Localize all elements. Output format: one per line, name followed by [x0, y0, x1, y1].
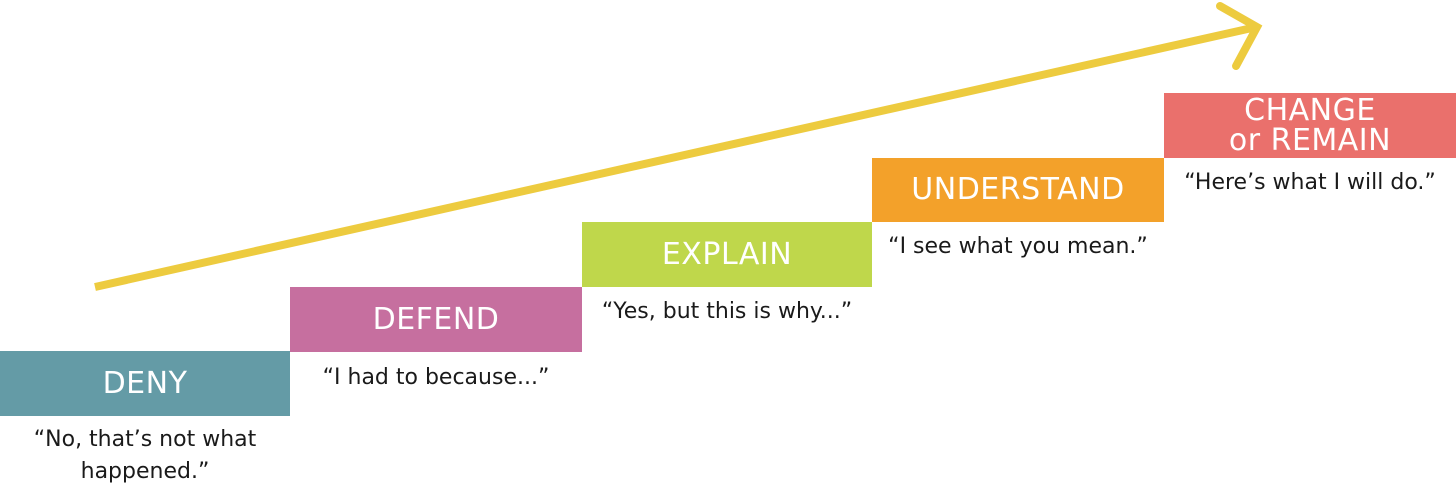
step-change-or-remain: CHANGE or REMAIN	[1164, 93, 1456, 158]
quote-explain: “Yes, but this is why...”	[601, 299, 853, 324]
step-understand-label: UNDERSTAND	[911, 172, 1125, 207]
quote-change-or-remain: “Here’s what I will do.”	[1184, 170, 1436, 195]
step-change-or-remain-label: CHANGE or REMAIN	[1228, 92, 1392, 158]
step-understand: UNDERSTAND	[872, 158, 1164, 222]
step-deny-label: DENY	[102, 365, 188, 401]
arrow-head-icon	[1216, 2, 1263, 70]
step-defend-label: DEFEND	[372, 301, 500, 337]
step-deny: DENY	[0, 351, 290, 416]
step-explain-label: EXPLAIN	[661, 236, 793, 272]
quote-understand: “I see what you mean.”	[888, 234, 1148, 259]
quote-deny: “No, that’s not what happened.”	[33, 427, 257, 484]
quote-defend: “I had to because...”	[322, 365, 550, 390]
step-explain: EXPLAIN	[582, 222, 872, 287]
step-defend: DEFEND	[290, 287, 582, 352]
